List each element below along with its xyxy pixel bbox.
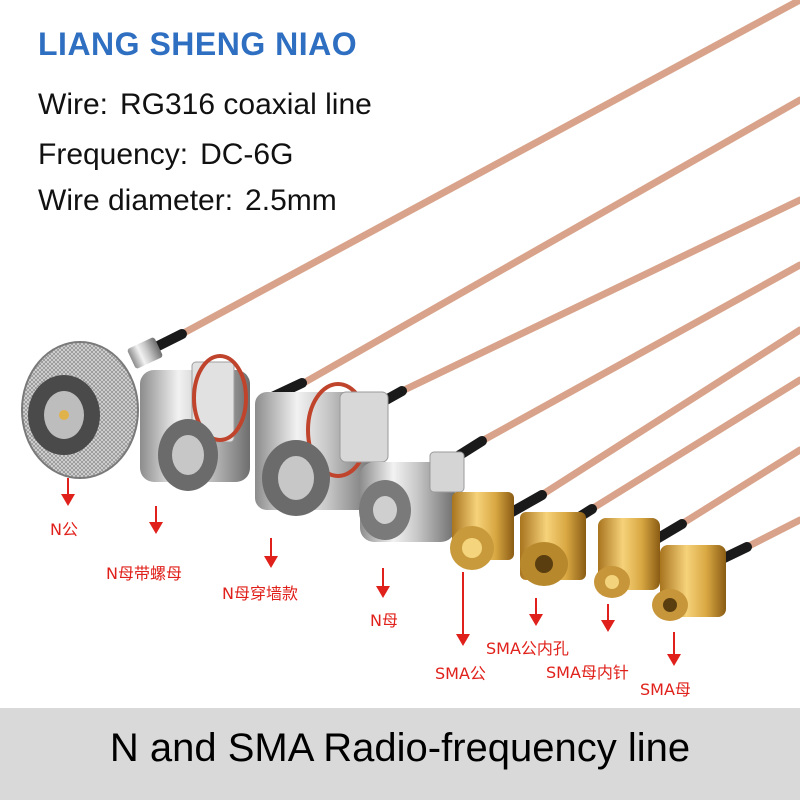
arrow-sma-male-rp	[528, 598, 544, 626]
n-female-connector	[359, 451, 465, 542]
spec-frequency-value: DC-6G	[200, 138, 294, 171]
spec-diameter-value: 2.5mm	[245, 184, 337, 217]
n-female-bulkhead-connector	[255, 382, 389, 516]
label-sma-female: SMA母	[640, 680, 691, 699]
footer-caption: N and SMA Radio-frequency line	[109, 726, 691, 770]
n-female-nut-connector	[140, 354, 250, 491]
sma-female-connector	[652, 545, 726, 621]
spec-diameter-key: Wire diameter:	[38, 184, 234, 217]
spec-diameter: Wire diameter: 2.5mm	[38, 184, 337, 218]
cable-3	[396, 196, 800, 396]
cable-5	[536, 326, 800, 500]
label-n-female-nut: N母带螺母	[106, 564, 182, 583]
arrow-sma-female-rp	[600, 604, 616, 632]
sma-male-rp-connector	[520, 512, 586, 586]
label-n-male: N公	[50, 520, 78, 539]
arrow-n-female-nut	[148, 506, 164, 534]
brand-title: LIANG SHENG NIAO	[38, 26, 358, 62]
sma-female-rp-connector	[594, 518, 660, 598]
label-sma-male: SMA公	[435, 664, 486, 683]
spec-frequency-key: Frequency:	[38, 138, 189, 171]
footer-banner	[0, 708, 800, 800]
spec-wire-key: Wire:	[38, 88, 108, 121]
label-n-female: N母	[370, 611, 398, 630]
cable-1	[176, 0, 800, 339]
arrow-n-female-bulkhead	[263, 538, 279, 568]
spec-frequency: Frequency: DC-6G	[38, 138, 293, 172]
cable-7	[676, 446, 800, 529]
cable-8	[741, 516, 800, 552]
cable-6	[586, 376, 800, 514]
arrow-n-female	[375, 568, 391, 598]
arrow-sma-male	[455, 572, 471, 646]
cable-2	[296, 96, 800, 389]
sma-male-connector	[450, 492, 514, 570]
label-sma-female-rp: SMA母内针	[546, 663, 629, 682]
label-sma-male-rp: SMA公内孔	[486, 639, 569, 658]
spec-wire-value: RG316 coaxial line	[120, 88, 372, 121]
arrow-n-male	[60, 478, 76, 506]
cable-4	[476, 261, 800, 446]
cables	[176, 0, 800, 552]
n-male-connector	[21, 337, 163, 479]
arrow-sma-female	[666, 632, 682, 666]
spec-wire: Wire: RG316 coaxial line	[38, 88, 372, 122]
label-n-female-bulkhead: N母穿墙款	[222, 584, 298, 603]
